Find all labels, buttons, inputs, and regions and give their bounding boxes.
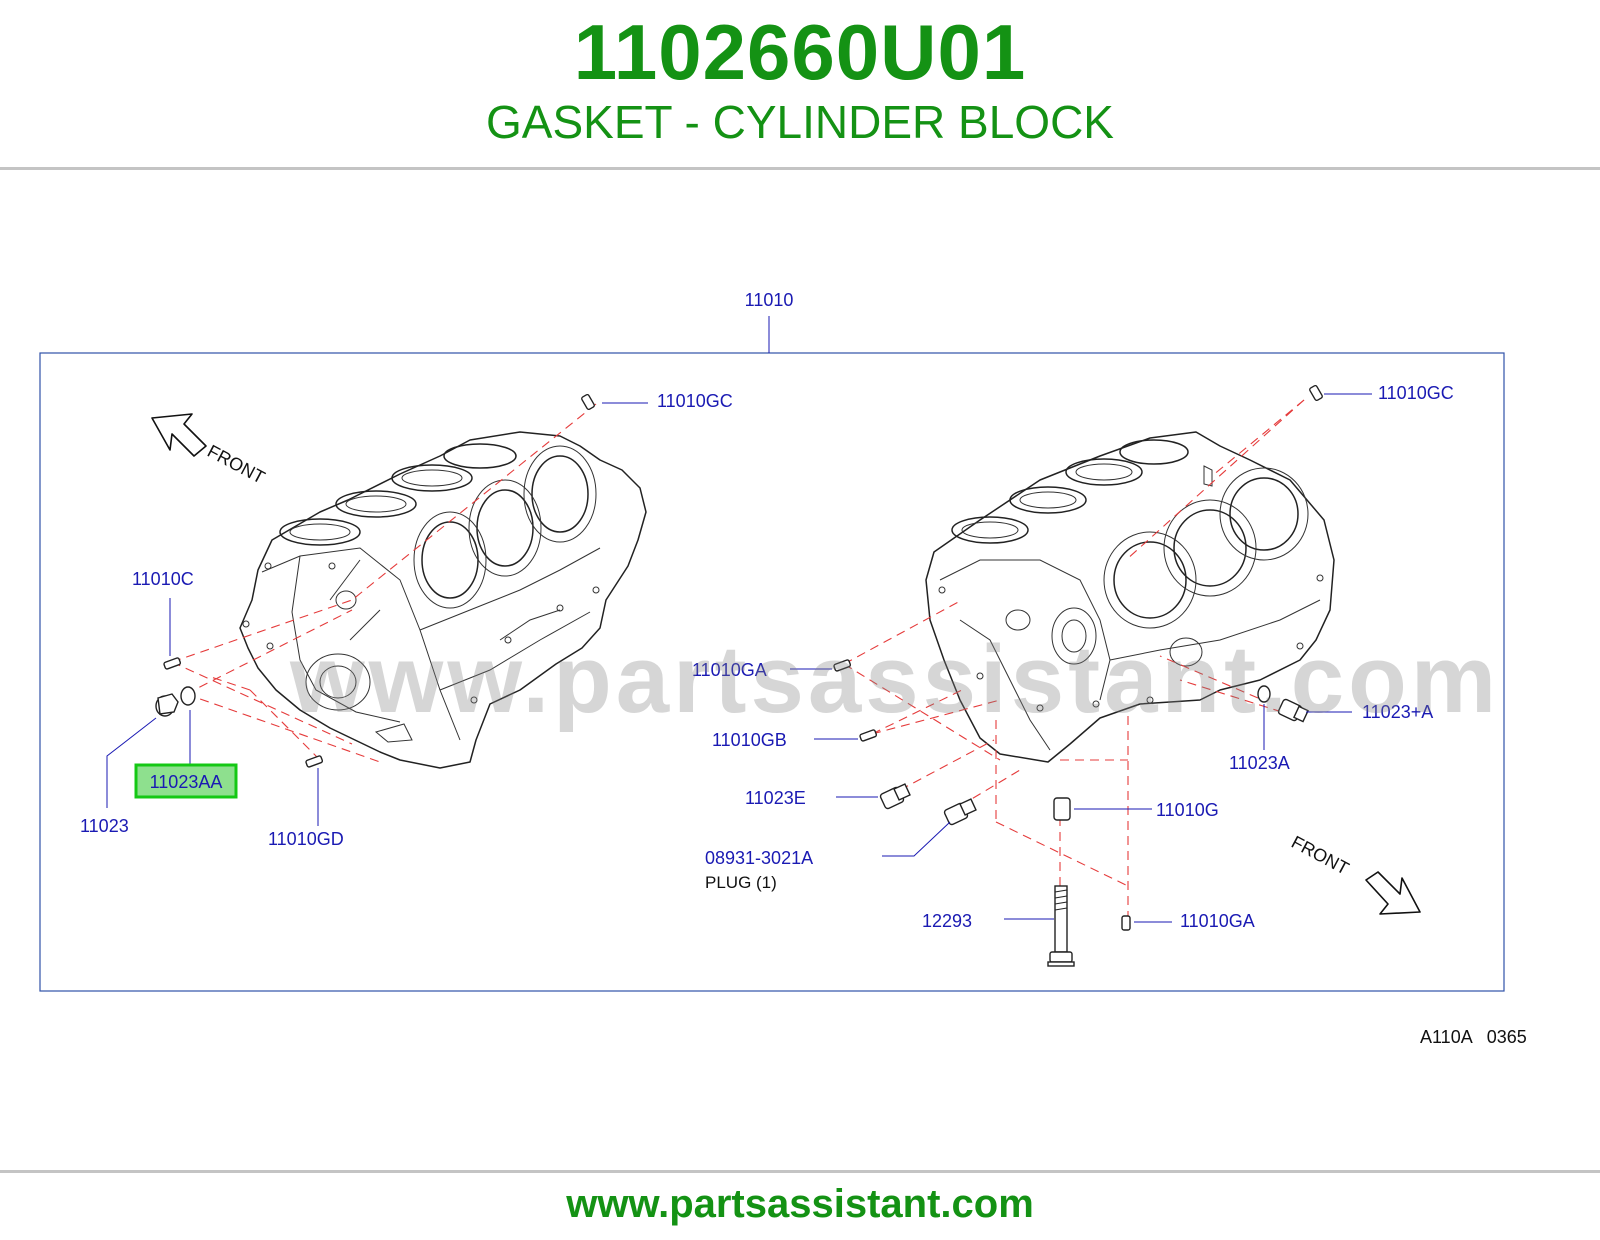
watermark-text: www.partsassistant.com [289, 626, 1500, 733]
callout-11010c[interactable]: 11010C [132, 569, 194, 589]
bolt-11023e-part [879, 783, 911, 810]
callout-12293[interactable]: 12293 [922, 911, 972, 931]
callout-11023aa[interactable]: 11023AA [150, 772, 223, 792]
callout-11010g[interactable]: 11010G [1156, 800, 1219, 820]
callout-11010gb[interactable]: 11010GB [712, 730, 787, 750]
callout-11010[interactable]: 11010 [745, 290, 794, 310]
highlight-box-11023aa [134, 763, 238, 799]
gasket-11023aa-part [180, 686, 196, 706]
dowel-11010ga-bottom-part [1121, 915, 1131, 931]
dowel-11010gd-part [305, 755, 324, 768]
callout-11010gc-left[interactable]: 11010GC [657, 391, 733, 411]
front-label-left: FRONT [204, 441, 268, 488]
callout-08931-3021a[interactable]: 08931-3021A [705, 848, 813, 868]
left-dashed-guides [171, 403, 597, 763]
callout-11023-plus-a[interactable]: 11023+A [1362, 702, 1433, 722]
diagram-frame [39, 352, 1505, 992]
plug-11023-part [155, 693, 179, 717]
part-number-title: 1102660U01 [573, 8, 1027, 96]
page-header: 1102660U01 GASKET - CYLINDER BLOCK [0, 0, 1600, 168]
dowel-11010g-part [1053, 797, 1071, 821]
callout-11010ga-mid[interactable]: 11010GA [692, 660, 767, 680]
right-cylinder-block-drawing [925, 431, 1335, 763]
gasket-11023a-part [1257, 685, 1271, 703]
dowel-11010ga-mid-part [833, 659, 852, 672]
illustration-code: A110A 0365 [1420, 1027, 1527, 1047]
callout-11010ga-bottom[interactable]: 11010GA [1180, 911, 1255, 931]
callout-11010gd[interactable]: 11010GD [268, 829, 344, 849]
callout-11023[interactable]: 11023 [80, 816, 129, 836]
callout-11023e[interactable]: 11023E [745, 788, 806, 808]
plug-11023-plus-a-part [1277, 698, 1309, 723]
front-arrow-left-icon [151, 413, 207, 457]
parts-diagram: 11010 [39, 290, 1527, 1047]
header-divider [0, 167, 1600, 170]
left-cylinder-block-drawing [239, 431, 647, 769]
dowel-11010gb-part [859, 729, 878, 742]
right-dashed-guides [843, 399, 1305, 920]
dowel-11010c-part [163, 657, 182, 670]
dowel-11010gc-right-part [1309, 384, 1323, 402]
callout-plug-note: PLUG (1) [705, 873, 777, 892]
front-label-right: FRONT [1288, 832, 1352, 879]
callout-11010gc-right[interactable]: 11010GC [1378, 383, 1454, 403]
front-arrow-right-icon [1365, 871, 1421, 915]
footer-divider [0, 1170, 1600, 1173]
plug-08931-3021a-part [943, 798, 977, 826]
bolt-12293-part [1047, 885, 1075, 967]
dowel-11010gc-left-part [581, 393, 595, 411]
callout-11023a[interactable]: 11023A [1229, 753, 1290, 773]
part-name-subtitle: GASKET - CYLINDER BLOCK [486, 96, 1114, 148]
footer-website-link[interactable]: www.partsassistant.com [566, 1182, 1034, 1226]
